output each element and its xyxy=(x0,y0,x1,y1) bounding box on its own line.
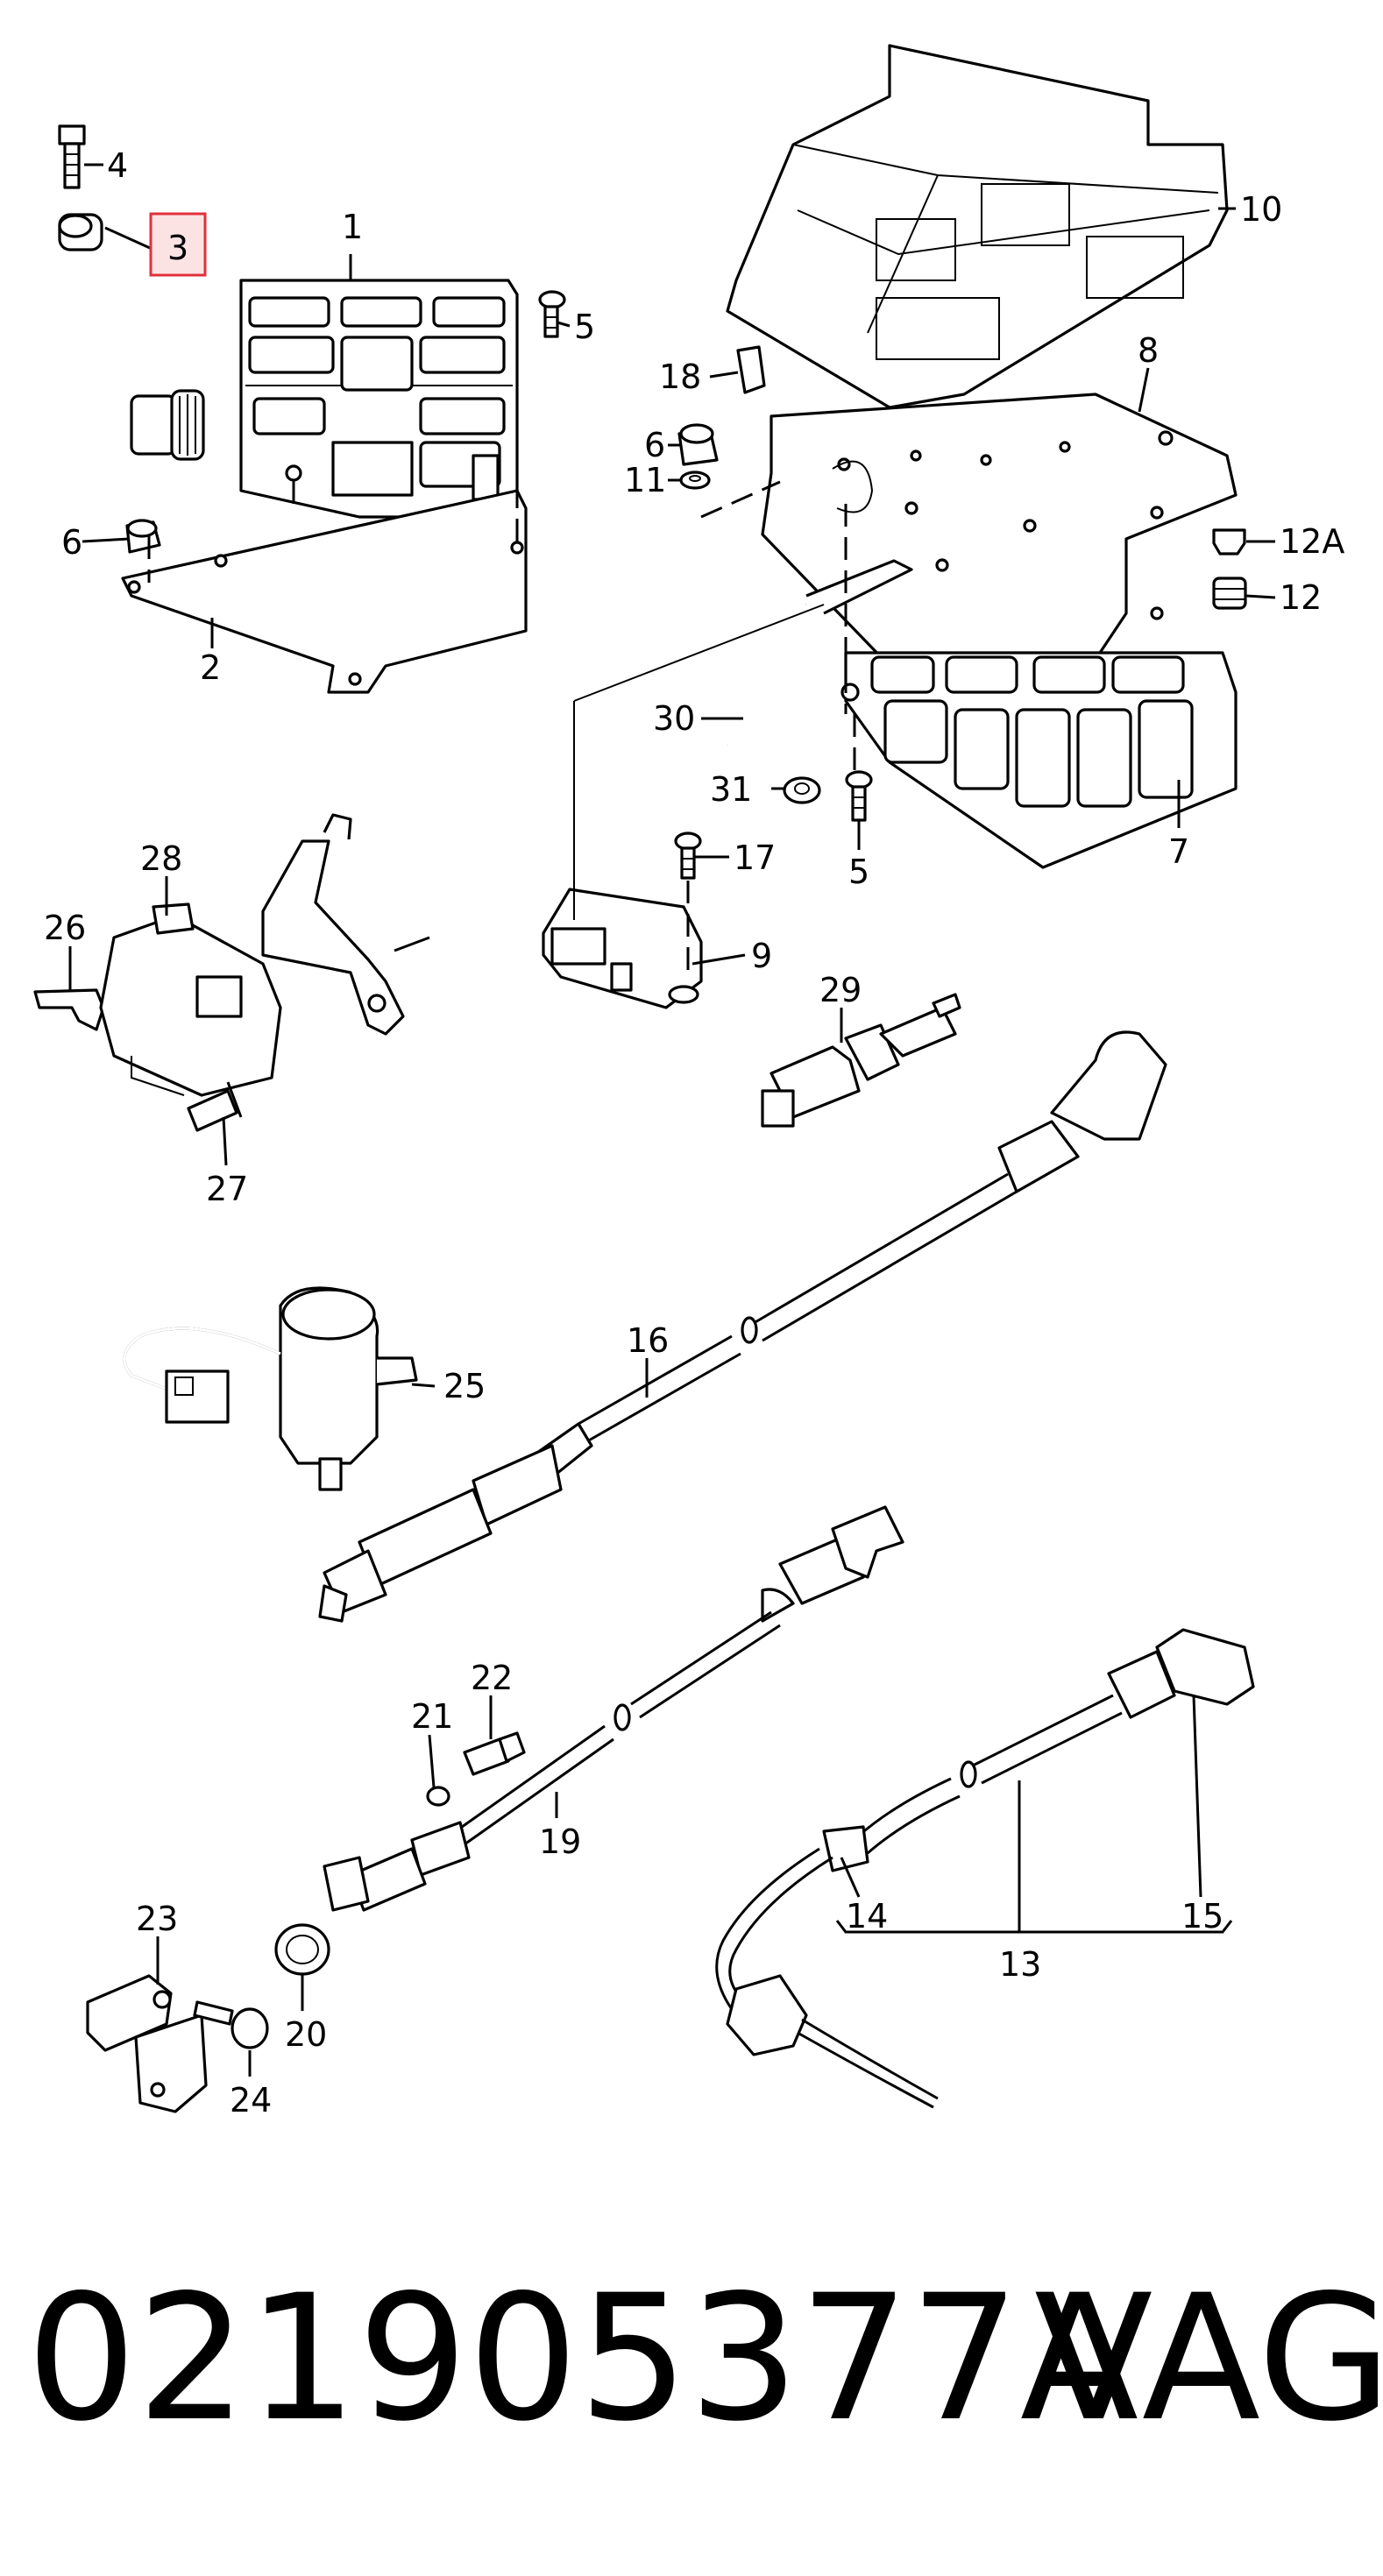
clamp-31 xyxy=(783,776,821,804)
cap-12a xyxy=(1212,528,1246,556)
bracket-28 xyxy=(261,813,430,1036)
nut-6-right xyxy=(677,423,719,466)
module-9 xyxy=(542,888,703,1009)
sensor-23 xyxy=(86,1974,208,2113)
callout-6-right: 6 xyxy=(644,426,665,464)
callout-21: 21 xyxy=(411,1697,453,1736)
sensor-16 xyxy=(318,1030,1167,1623)
screw-17 xyxy=(674,832,702,880)
washer-21 xyxy=(426,1786,450,1807)
sensor-19 xyxy=(323,1505,904,1912)
callout-7: 7 xyxy=(1168,832,1189,871)
screw-5-top xyxy=(538,290,566,338)
callout-24: 24 xyxy=(230,2081,272,2120)
cover-10 xyxy=(726,44,1229,409)
nut-6-left xyxy=(125,519,161,554)
callout-27: 27 xyxy=(206,1170,248,1208)
tube-30 xyxy=(727,602,808,766)
callout-3: 3 xyxy=(167,229,188,267)
leader-lines xyxy=(68,163,1276,2077)
callout-28: 28 xyxy=(140,839,182,878)
callout-26: 26 xyxy=(44,909,86,947)
screw-5-mid xyxy=(845,770,873,822)
screw-22 xyxy=(463,1731,526,1776)
callout-15: 15 xyxy=(1181,1897,1223,1936)
highlight-box-3 xyxy=(149,212,207,277)
fastener-27 xyxy=(187,1081,243,1132)
callout-22: 22 xyxy=(471,1659,513,1697)
callout-5-top: 5 xyxy=(574,308,595,346)
plate-8 xyxy=(761,393,1238,668)
part-number: 021905377A xyxy=(26,2257,1138,2459)
bolt-24 xyxy=(193,2000,269,2049)
callout-labels: 4 3 1 5 6 2 10 8 18 6 11 12A 12 30 31 7 … xyxy=(44,146,1344,2120)
callout-31: 31 xyxy=(710,770,752,809)
callout-6-left: 6 xyxy=(61,523,82,562)
clip-26 xyxy=(33,988,105,1031)
sender-13 xyxy=(715,1628,1255,2109)
callout-14: 14 xyxy=(846,1897,888,1936)
seal-20 xyxy=(274,1923,330,1976)
callout-9: 9 xyxy=(751,937,772,975)
callout-18: 18 xyxy=(659,357,701,396)
assembly-line xyxy=(700,480,781,519)
callout-19: 19 xyxy=(539,1822,581,1861)
control-unit-7 xyxy=(840,651,1238,869)
bracket-2 xyxy=(121,489,528,694)
bolt-4 xyxy=(58,124,86,189)
callout-2: 2 xyxy=(200,648,221,687)
assembly-line xyxy=(573,604,825,702)
callout-23: 23 xyxy=(136,1900,178,1938)
callout-5-mid: 5 xyxy=(848,853,869,891)
callout-12: 12 xyxy=(1280,578,1322,617)
callout-10: 10 xyxy=(1240,190,1282,229)
clip-18 xyxy=(736,345,766,394)
callout-8: 8 xyxy=(1138,331,1159,370)
callout-29: 29 xyxy=(819,971,862,1009)
cable-3 xyxy=(52,213,205,461)
callout-4: 4 xyxy=(107,146,128,185)
callout-16: 16 xyxy=(627,1321,669,1360)
callout-11: 11 xyxy=(624,461,666,499)
callout-17: 17 xyxy=(734,839,776,877)
callout-30: 30 xyxy=(653,699,695,738)
callout-13: 13 xyxy=(999,1945,1041,1984)
grommet-12 xyxy=(1212,577,1247,610)
callout-12a: 12A xyxy=(1280,522,1344,561)
callout-20: 20 xyxy=(285,2015,327,2054)
brand-name: VAG xyxy=(1034,2257,1383,2459)
callout-1: 1 xyxy=(342,208,363,246)
switch-29 xyxy=(761,993,961,1128)
valve-25 xyxy=(123,1286,418,1491)
callout-25: 25 xyxy=(443,1367,486,1405)
relay-28 xyxy=(99,902,282,1097)
control-unit-1 xyxy=(239,279,519,519)
washer-11 xyxy=(679,471,711,490)
